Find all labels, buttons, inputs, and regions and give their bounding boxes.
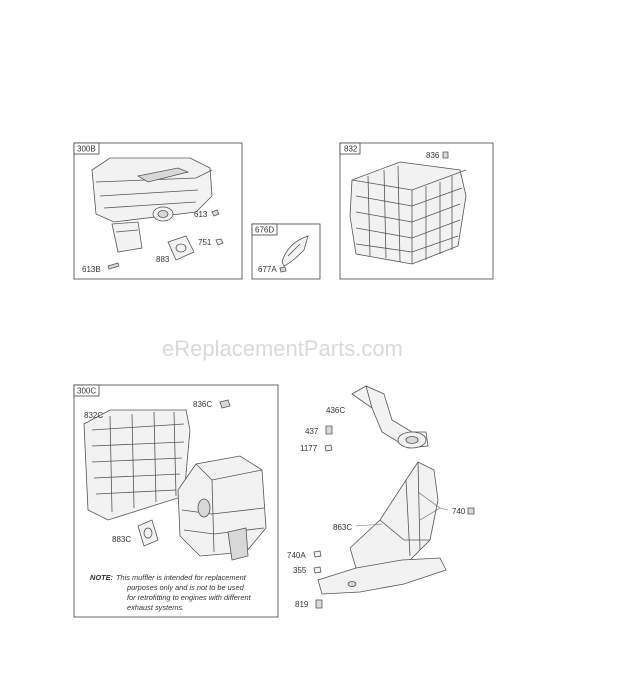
- screw-613: [211, 209, 220, 217]
- nut-740a: [313, 550, 322, 558]
- screw-613b: [107, 262, 120, 270]
- label-836c: 836C: [193, 400, 212, 409]
- label-883c: 883C: [112, 535, 131, 544]
- label-883: 883: [156, 255, 170, 264]
- screw-677a: [279, 266, 287, 273]
- leader-863c: [355, 523, 383, 527]
- muffler-300c: [177, 455, 267, 561]
- muffler-guard-832c: [83, 409, 191, 521]
- label-832c: 832C: [84, 411, 103, 420]
- screw-819: [315, 599, 323, 609]
- group-676d: 676D 677A: [251, 223, 321, 280]
- label-740: 740: [452, 507, 466, 516]
- nut-1177: [324, 444, 333, 452]
- group-300c: 300C 836C 832C: [73, 384, 279, 618]
- label-677a: 677A: [258, 265, 277, 274]
- screw-740: [467, 507, 475, 515]
- label-836: 836: [426, 151, 440, 160]
- nut-751: [215, 238, 224, 246]
- label-751: 751: [198, 238, 212, 247]
- note-prefix: NOTE:: [90, 573, 114, 582]
- exhaust-elbow-436c: [351, 385, 429, 449]
- label-355: 355: [293, 566, 307, 575]
- label-819: 819: [295, 600, 309, 609]
- label-676d: 676D: [255, 226, 274, 235]
- screw-836: [442, 151, 449, 159]
- label-863c: 863C: [333, 523, 352, 532]
- group-832: 832 836: [339, 142, 494, 280]
- leader-740: [417, 491, 449, 521]
- frame-676d-tag: [251, 223, 278, 236]
- watermark: eReplacementParts.com: [162, 336, 403, 361]
- heat-shield-863c: [317, 461, 447, 595]
- gasket-883c: [137, 519, 159, 547]
- nut-355: [313, 566, 322, 574]
- muffler-300b: [91, 157, 213, 253]
- note-line-3: for retrofitting to engines with differe…: [127, 593, 252, 602]
- deflector-676d: [281, 235, 309, 267]
- label-832: 832: [344, 145, 358, 154]
- frame-300c-tag: [73, 384, 100, 397]
- label-613b: 613B: [82, 265, 101, 274]
- frame-300b-tag: [73, 142, 100, 155]
- note-line-4: exhaust systems.: [127, 603, 184, 612]
- note-line-2: purposes only and is not to be used: [126, 583, 245, 592]
- muffler-guard-832: [349, 161, 467, 265]
- screw-836c: [219, 399, 231, 409]
- group-exhaust-loose: 436C 437 1177 740 863C 740A 355 819: [287, 385, 475, 609]
- label-300b: 300B: [77, 145, 96, 154]
- label-436c: 436C: [326, 406, 345, 415]
- label-613: 613: [194, 210, 208, 219]
- group-300b: 300B 613 751 883 613B: [73, 142, 243, 280]
- label-300c: 300C: [77, 387, 96, 396]
- gasket-883: [167, 235, 195, 261]
- note-line-1: This muffler is intended for replacement: [116, 573, 247, 582]
- note: NOTE: This muffler is intended for repla…: [90, 573, 252, 612]
- label-740a: 740A: [287, 551, 306, 560]
- label-437: 437: [305, 427, 319, 436]
- label-1177: 1177: [300, 444, 318, 453]
- screw-437: [325, 425, 333, 435]
- frame-832-tag: [339, 142, 361, 155]
